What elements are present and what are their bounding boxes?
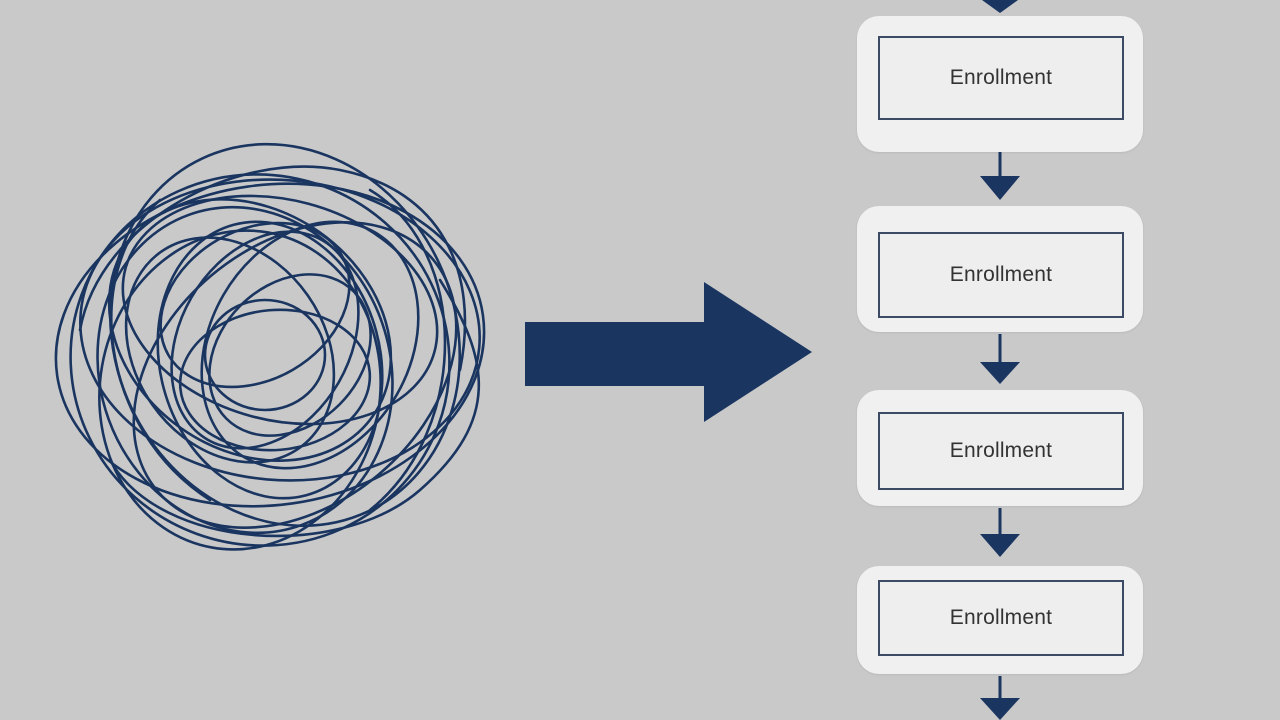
down-arrow-icon: [982, 0, 1018, 13]
flow-step: Enrollment: [857, 390, 1143, 506]
flow-step: Enrollment: [857, 566, 1143, 674]
down-arrow-icon: [980, 676, 1020, 720]
flow-step: Enrollment: [857, 206, 1143, 332]
flow-step-box: Enrollment: [878, 36, 1124, 120]
flow-step-box: Enrollment: [878, 412, 1124, 490]
tangled-scribble-icon: [54, 142, 486, 551]
right-arrow-icon: [525, 282, 812, 422]
enrollment-flow: Enrollment Enrollment Enrollment Enrollm…: [840, 0, 1160, 720]
flow-step-label: Enrollment: [949, 606, 1053, 629]
flow-step-label: Enrollment: [949, 263, 1053, 286]
down-arrow-icon: [980, 334, 1020, 384]
flow-step-label: Enrollment: [949, 66, 1053, 89]
flow-step-label: Enrollment: [949, 439, 1053, 462]
down-arrow-icon: [980, 152, 1020, 200]
flow-step-box: Enrollment: [878, 232, 1124, 318]
flow-step: Enrollment: [857, 16, 1143, 152]
down-arrow-icon: [980, 508, 1020, 557]
flow-step-box: Enrollment: [878, 580, 1124, 656]
